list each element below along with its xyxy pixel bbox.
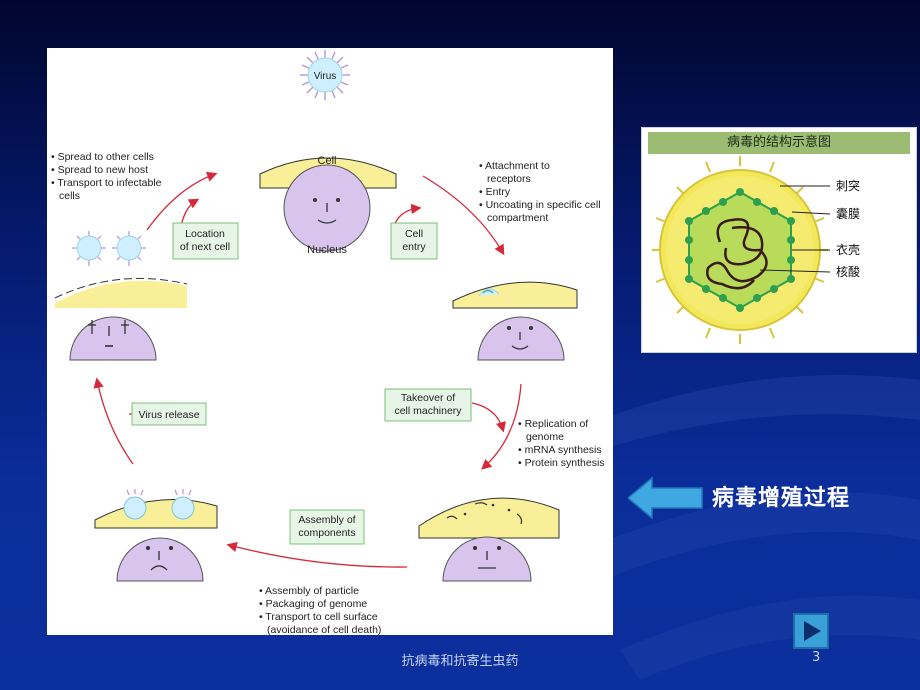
structure-title: 病毒的结构示意图	[648, 132, 910, 154]
svg-text:cell machinery: cell machinery	[394, 405, 462, 417]
virus-particle-top: Virus	[300, 50, 350, 100]
attachment-list: • Attachment to receptors • Entry • Unco…	[479, 160, 601, 224]
infected-cell-replication	[418, 497, 560, 582]
svg-text:• Transport to cell surface: • Transport to cell surface	[259, 611, 378, 623]
step-virus-release: Virus release	[131, 402, 207, 426]
infected-cell-assembly	[94, 489, 218, 582]
cell-label: Cell	[318, 155, 337, 167]
structure-labels: 刺突 囊膜 衣壳 核酸	[836, 178, 860, 279]
cycle-svg: Virus Cell Nucleus	[51, 50, 605, 636]
step-cell-entry: Cell entry	[390, 222, 438, 260]
spread-list: • Spread to other cells • Spread to new …	[51, 151, 162, 202]
svg-text:receptors: receptors	[487, 173, 531, 185]
label-nucleic-acid: 核酸	[836, 264, 860, 279]
svg-text:• Spread to other cells: • Spread to other cells	[51, 151, 154, 163]
virus-structure-panel: 病毒的结构示意图	[641, 127, 917, 353]
virus-structure-svg: 刺突 囊膜 衣壳 核酸	[652, 156, 860, 344]
svg-text:genome: genome	[526, 431, 564, 443]
label-spike: 刺突	[836, 178, 860, 193]
svg-text:compartment: compartment	[487, 212, 548, 224]
svg-text:• Replication of: • Replication of	[518, 418, 588, 430]
host-cell-top: Cell Nucleus	[259, 155, 397, 256]
infected-cell-entry	[452, 281, 578, 361]
svg-text:components: components	[298, 527, 355, 539]
svg-text:entry: entry	[402, 241, 426, 253]
svg-text:• Packaging of genome: • Packaging of genome	[259, 598, 367, 610]
play-icon	[804, 621, 821, 641]
dead-cell	[54, 277, 188, 361]
label-capsid: 衣壳	[836, 242, 860, 257]
svg-text:• Entry: • Entry	[479, 186, 511, 198]
left-arrow-icon	[628, 476, 703, 520]
svg-text:• Attachment to: • Attachment to	[479, 160, 550, 172]
label-envelope: 囊膜	[836, 206, 860, 221]
released-viruses-pair	[72, 231, 146, 266]
process-title: 病毒增殖过程	[712, 485, 851, 511]
step-location-of-next-cell: Location of next cell	[172, 222, 239, 260]
capsomeres	[685, 188, 795, 312]
svg-text:of next cell: of next cell	[180, 241, 230, 253]
assembly-list: • Assembly of particle • Packaging of ge…	[259, 585, 381, 636]
footer-title: 抗病毒和抗寄生虫药	[401, 654, 519, 669]
svg-text:• Spread to new host: • Spread to new host	[51, 164, 148, 176]
svg-text:cells: cells	[59, 190, 80, 202]
svg-text:• Uncoating in specific cell: • Uncoating in specific cell	[479, 199, 601, 211]
svg-text:• mRNA synthesis: • mRNA synthesis	[518, 444, 602, 456]
replication-cycle-diagram: Virus Cell Nucleus	[47, 48, 613, 636]
svg-text:• Assembly of particle: • Assembly of particle	[259, 585, 359, 597]
svg-text:Location: Location	[185, 228, 225, 240]
svg-text:Assembly of: Assembly of	[298, 514, 355, 526]
svg-text:Takeover of: Takeover of	[401, 392, 455, 404]
svg-text:Cell: Cell	[405, 228, 423, 240]
nucleic-acid	[706, 218, 768, 290]
svg-text:Virus release: Virus release	[138, 409, 199, 421]
page-number: 3	[812, 650, 821, 665]
next-slide-button[interactable]	[793, 613, 829, 649]
replication-list: • Replication of genome • mRNA synthesis…	[518, 418, 605, 469]
nucleus-label: Nucleus	[307, 244, 347, 256]
leader-lines	[759, 185, 831, 273]
cycle-arrows	[93, 171, 522, 568]
step-assembly-of-components: Assembly of components	[289, 509, 365, 545]
svg-text:• Protein synthesis: • Protein synthesis	[518, 457, 605, 469]
step-takeover-of-cell-machinery: Takeover of cell machinery	[384, 388, 472, 422]
svg-text:• Transport to infectable: • Transport to infectable	[51, 177, 162, 189]
svg-text:(avoidance of cell death): (avoidance of cell death)	[267, 624, 381, 635]
virus-label: Virus	[314, 71, 337, 82]
